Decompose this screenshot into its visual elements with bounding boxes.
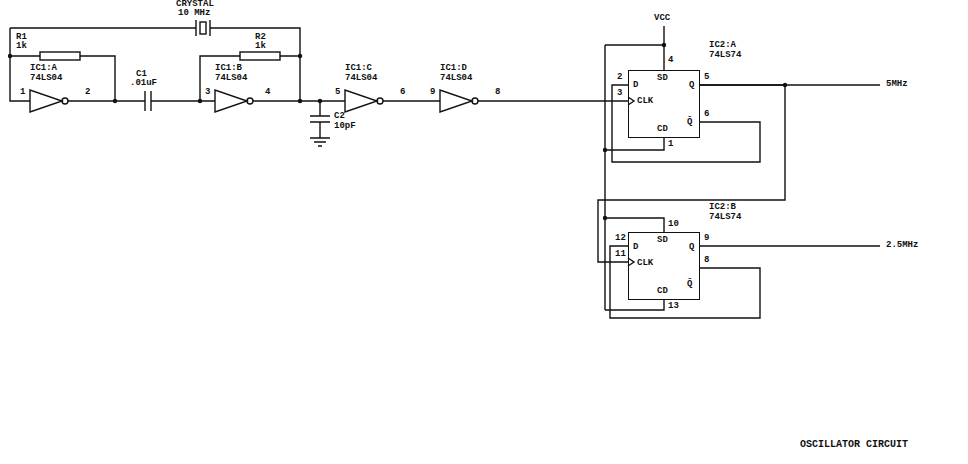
ic-label: IC2:B: [709, 203, 736, 212]
inverter-symbol: [30, 90, 62, 112]
pin-label: 9: [704, 234, 709, 243]
capacitor-symbol: [144, 91, 145, 111]
crystal-symbol: [209, 20, 210, 36]
wire: [612, 85, 880, 162]
pin-name: Q: [689, 243, 694, 252]
pin-label: 1k: [255, 42, 266, 51]
inverter-symbol: [440, 90, 472, 112]
wire: [383, 100, 440, 101]
capacitor-symbol: [150, 91, 151, 111]
pin-label: R1: [16, 33, 27, 42]
pin-label: 74LS04: [345, 74, 377, 83]
pin-label: 9: [430, 88, 435, 97]
pin-label: IC1:B: [215, 64, 242, 73]
crystal-symbol: [195, 20, 196, 36]
inverter-bubble: [247, 98, 253, 104]
pin-label: 2.5MHz: [886, 241, 918, 250]
pin-label: 10pF: [334, 122, 356, 131]
wire: [10, 28, 300, 101]
wire: [10, 28, 115, 101]
wire: [68, 100, 215, 101]
pin-label: 1: [668, 140, 673, 149]
pin-label: C1: [136, 70, 147, 79]
pin-label: 13: [668, 302, 679, 311]
pin-label: 3: [617, 89, 622, 98]
flip-flop-box: IC2:A74LS74DCLKSDCDQQ̄: [628, 70, 700, 138]
pin-label: .01uF: [130, 79, 157, 88]
pin-label: 74LS04: [30, 74, 62, 83]
pin-label: 8: [704, 256, 709, 265]
flip-flop-box: IC2:B74LS74DCLKSDCDQQ̄: [628, 232, 700, 300]
ic-label: 74LS74: [709, 213, 741, 222]
pin-label: 10: [668, 220, 679, 229]
pin-label: IC1:A: [30, 64, 57, 73]
wire: [605, 26, 664, 310]
clock-wire: [598, 85, 785, 262]
inverter-bubble: [62, 98, 68, 104]
pin-label: 3: [205, 88, 210, 97]
resistor-symbol: [40, 52, 80, 60]
ic-label: 74LS74: [709, 51, 741, 60]
pin-label: IC1:C: [345, 64, 372, 73]
pin-name: CLK: [637, 97, 653, 106]
pin-name: CD: [657, 125, 668, 134]
caption: OSCILLATOR CIRCUIT: [800, 440, 908, 450]
pin-label: C2: [334, 112, 345, 121]
resistor-symbol: [240, 52, 280, 60]
pin-label: VCC: [654, 14, 670, 23]
pin-name: SD: [657, 236, 668, 245]
pin-name: Q̄: [687, 280, 692, 289]
pin-label: 74LS04: [215, 74, 247, 83]
pin-name: Q: [689, 81, 694, 90]
pin-label: 2: [617, 73, 622, 82]
pin-name: D: [633, 243, 638, 252]
pin-name: D: [633, 81, 638, 90]
capacitor-symbol: [310, 101, 330, 146]
pin-label: 5: [704, 73, 709, 82]
pin-name: CD: [657, 287, 668, 296]
pin-label: 11: [615, 250, 626, 259]
pin-label: IC1:D: [440, 64, 467, 73]
pin-name: Q̄: [687, 118, 692, 127]
inverter-symbol: [345, 90, 377, 112]
pin-label: 1: [20, 88, 25, 97]
inverter-symbol: [215, 90, 247, 112]
pin-label: 74LS04: [440, 74, 472, 83]
pin-label: 1k: [16, 42, 27, 51]
pin-label: 2: [85, 88, 90, 97]
inverter-bubble: [472, 98, 478, 104]
pin-label: 5MHz: [886, 80, 908, 89]
pin-label: 5: [335, 88, 340, 97]
junction-dots: [8, 43, 787, 220]
pin-label: R2: [255, 33, 266, 42]
pin-label: 6: [400, 88, 405, 97]
pin-label: 12: [615, 234, 626, 243]
pin-label: 4: [668, 56, 673, 65]
pin-label: 10 MHz: [178, 9, 210, 18]
pin-label: 8: [495, 88, 500, 97]
inverter-bubble: [377, 98, 383, 104]
pin-label: 4: [265, 88, 270, 97]
ic-label: IC2:A: [709, 41, 736, 50]
pin-name: SD: [657, 74, 668, 83]
pin-label: CRYSTAL: [176, 0, 214, 9]
crystal-symbol: [200, 22, 206, 34]
wire: [610, 246, 880, 318]
pin-label: 6: [704, 110, 709, 119]
pin-name: CLK: [637, 259, 653, 268]
